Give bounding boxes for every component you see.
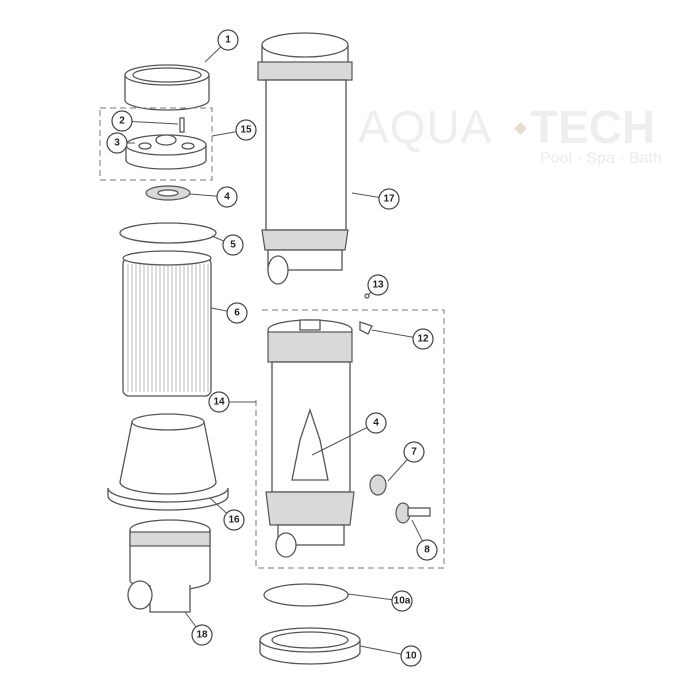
callout-label: 4 (224, 192, 230, 203)
callout-label: 17 (383, 194, 395, 205)
callout-circle (391, 590, 413, 612)
callout-label: 10 (405, 651, 417, 662)
part-lock-ring (124, 64, 210, 111)
callout-circle (400, 645, 422, 667)
callout-circle (378, 188, 400, 210)
part-washer (145, 185, 191, 201)
callout-circle (217, 29, 239, 51)
callout-label: 12 (417, 334, 429, 345)
part-wing-nut (359, 321, 373, 335)
callout-label: 6 (234, 308, 240, 319)
callout-circle (226, 302, 248, 324)
part-base (127, 519, 211, 613)
callout-3: 3 (106, 132, 135, 154)
callout-1: 1 (204, 29, 239, 63)
callout-circle (412, 328, 434, 350)
callout-4: 4 (311, 412, 387, 456)
callout-circle (416, 539, 438, 561)
callout-circle (208, 391, 230, 413)
part-filter-assembly (257, 32, 353, 285)
callout-circle (403, 441, 425, 463)
callout-18: 18 (184, 611, 213, 646)
callout-label: 15 (240, 125, 252, 136)
watermark-brand-left: AQUA (358, 101, 493, 153)
callout-label: 7 (411, 447, 417, 458)
watermark-brand-right: TECH (530, 101, 656, 153)
part-union-nut (259, 627, 361, 665)
callout-10a: 10a (347, 590, 413, 612)
callout-circle (367, 274, 389, 296)
callout-circle (222, 234, 244, 256)
callout-13: 13 (367, 274, 389, 296)
part-cartridge-stand (107, 413, 229, 511)
callout-7: 7 (387, 441, 425, 482)
callout-label: 5 (230, 240, 236, 251)
callout-6: 6 (210, 302, 248, 324)
callout-circle (365, 412, 387, 434)
callout-4: 4 (189, 186, 238, 208)
part-lid (125, 117, 207, 170)
leader-line (311, 422, 377, 456)
part-drain-valve (395, 502, 431, 524)
callout-circle (111, 110, 133, 132)
callout-16: 16 (209, 497, 245, 531)
callout-label: 2 (119, 116, 125, 127)
callout-circle (235, 119, 257, 141)
callout-label: 3 (114, 138, 120, 149)
callout-label: 8 (424, 545, 430, 556)
callout-circle (216, 186, 238, 208)
callout-circle (223, 509, 245, 531)
assembly-box-14 (255, 309, 445, 569)
callout-label: 4 (373, 418, 379, 429)
part-filter-housing (265, 319, 355, 558)
callout-10: 10 (359, 645, 422, 667)
callout-label: 14 (213, 397, 225, 408)
callout-label: 16 (228, 515, 240, 526)
callout-circle (106, 132, 128, 154)
assembly-box-15 (99, 107, 213, 181)
callout-label: 1 (225, 35, 231, 46)
callout-label: 18 (196, 630, 208, 641)
callout-15: 15 (211, 119, 257, 141)
callout-12: 12 (371, 328, 434, 350)
part-o-ring (119, 222, 217, 244)
callout-14: 14 (208, 391, 256, 413)
callout-5: 5 (211, 234, 244, 256)
part-o-ring-10a (263, 583, 349, 607)
callout-2: 2 (111, 110, 179, 132)
callout-17: 17 (351, 188, 400, 210)
part-plug (369, 474, 387, 496)
watermark-tagline: Pool · Spa · Bath (540, 150, 662, 167)
callout-label: 13 (372, 280, 384, 291)
callout-label: 10a (394, 596, 411, 607)
callout-8: 8 (411, 519, 438, 561)
part-cartridge (122, 250, 212, 397)
callout-circle (191, 624, 213, 646)
